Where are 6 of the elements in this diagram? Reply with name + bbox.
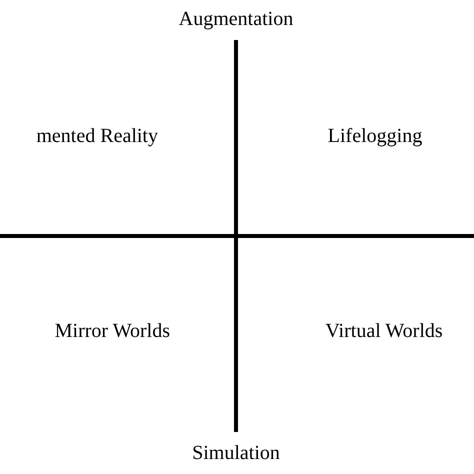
axis-label: mented Reality: [36, 125, 158, 147]
axis-label: Augmentation: [178, 8, 294, 30]
axis-label: Mirror Worlds: [54, 320, 170, 342]
axis-label: Virtual Worlds: [325, 320, 443, 342]
axis-label: Lifelogging: [328, 125, 422, 147]
axis-label: Simulation: [192, 442, 280, 464]
